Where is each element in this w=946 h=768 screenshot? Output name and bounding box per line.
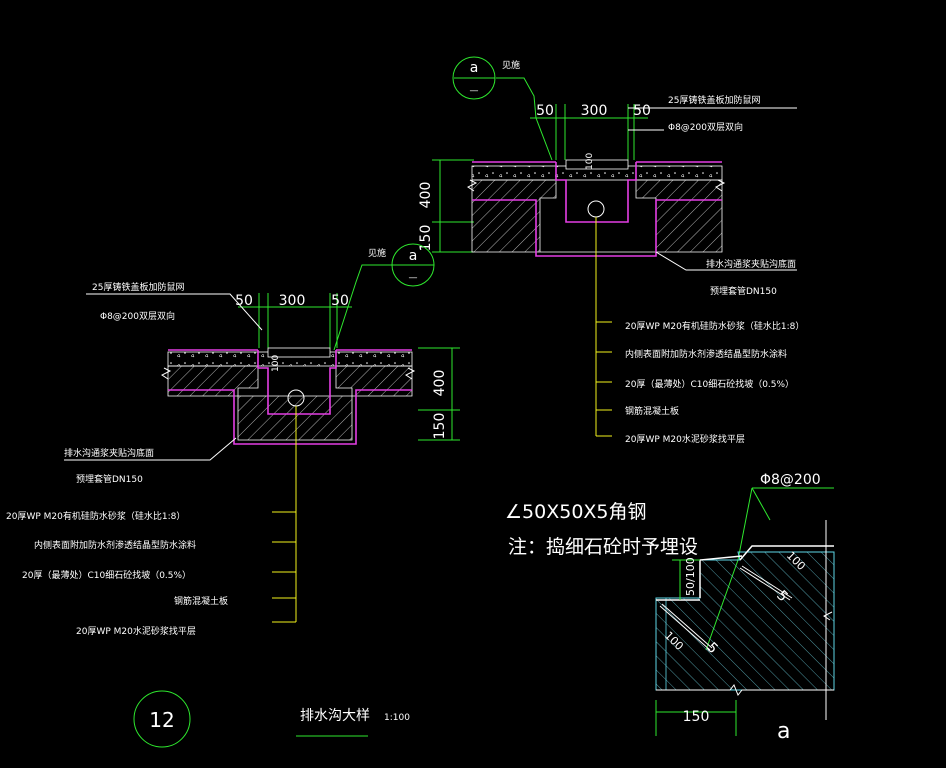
layer-4: 钢筋混凝土板	[625, 405, 679, 417]
trench-section-left: 100	[161, 347, 416, 622]
layer-3: 20厚（最薄处）C10细石砼找坡（0.5%）	[22, 569, 191, 581]
dim-150: 150	[683, 709, 710, 725]
note-mesh: Φ8@200双层双向	[668, 121, 743, 133]
note-pipe: 预埋套管DN150	[76, 473, 143, 485]
detail-left: a — 见施 50 300 50 25厚铸铁盖板加防鼠网 Φ8@200双层双向 …	[6, 243, 460, 637]
dims-top-top: 50 300 50	[530, 103, 651, 160]
dim-400: 400	[418, 182, 434, 209]
layer-3: 20厚（最薄处）C10细石砼找坡（0.5%）	[625, 378, 794, 390]
layer-4: 钢筋混凝土板	[174, 595, 228, 607]
embed-note: 注：捣细石砼时予埋设	[508, 536, 698, 558]
trench-section-top: 100	[467, 153, 726, 312]
angle-steel-text: ∠50X50X5角钢	[505, 501, 647, 523]
dims-side-top: 400 150	[418, 159, 474, 253]
detail-label: a	[777, 719, 790, 744]
detail-a: ∠50X50X5角钢 注：捣细石砼时予埋设 Φ8@200 150 50/100 …	[505, 472, 835, 744]
layer-1: 20厚WP M20有机硅防水砂浆（硅水比1:8）	[6, 510, 185, 522]
callout-leader	[496, 77, 553, 161]
dim-50-right: 50	[331, 293, 349, 309]
layer-2: 内侧表面附加防水剂渗透结晶型防水涂料	[625, 348, 787, 360]
title-block: 12 排水沟大样 1:100	[133, 690, 410, 748]
dim-50-left: 50	[235, 293, 253, 309]
note-mesh: Φ8@200双层双向	[100, 310, 175, 322]
layer-5: 20厚WP M20水泥砂浆找平层	[76, 625, 196, 637]
section-letter: a	[470, 60, 479, 76]
drawing-scale: 1:100	[384, 713, 410, 723]
layer-2: 内侧表面附加防水剂渗透结晶型防水涂料	[34, 539, 196, 551]
section-letter: a	[409, 248, 418, 264]
note-grate: 25厚铸铁盖板加防鼠网	[668, 94, 760, 106]
dims-top-left: 50 300 50	[235, 293, 352, 348]
note-grate: 25厚铸铁盖板加防鼠网	[92, 281, 184, 293]
note-bottom: 排水沟通浆夹贴沟底面	[64, 447, 154, 459]
rebar-text: Φ8@200	[760, 472, 821, 488]
dims-side-left: 400 150	[418, 347, 460, 441]
dim-150: 150	[432, 413, 448, 440]
dim-50-left: 50	[536, 103, 554, 119]
section-dash: —	[409, 273, 418, 283]
dim-300: 300	[581, 103, 608, 119]
layer-callouts-top: 20厚WP M20有机硅防水砂浆（硅水比1:8） 内侧表面附加防水剂渗透结晶型防…	[595, 312, 804, 445]
dim-300: 300	[279, 293, 306, 309]
callout-text: 见施	[502, 59, 520, 71]
dim-100-left: 100	[271, 355, 281, 372]
note-bottom: 排水沟通浆夹贴沟底面	[706, 258, 796, 270]
dim-400: 400	[432, 370, 448, 397]
note-pipe: 预埋套管DN150	[710, 285, 777, 297]
drawing-title: 排水沟大样	[300, 708, 370, 724]
section-dash: —	[470, 86, 479, 96]
dim-50-100: 50/100	[684, 557, 697, 596]
dim-150: 150	[418, 225, 434, 252]
detail-top: a — 见施 50 300 50 25厚铸铁盖板加防鼠网 Φ8@200双层双向 …	[418, 56, 804, 445]
dim-50-right: 50	[633, 103, 651, 119]
layer-5: 20厚WP M20水泥砂浆找平层	[625, 433, 745, 445]
layer-1: 20厚WP M20有机硅防水砂浆（硅水比1:8）	[625, 320, 804, 332]
drawing-number: 12	[149, 708, 174, 732]
section-symbol-top: a —	[452, 56, 496, 100]
callout-text: 见施	[368, 247, 386, 259]
layer-callouts-left: 20厚WP M20有机硅防水砂浆（硅水比1:8） 内侧表面附加防水剂渗透结晶型防…	[6, 510, 296, 637]
dim-100-top: 100	[585, 153, 595, 170]
section-symbol-left: a —	[391, 243, 435, 287]
